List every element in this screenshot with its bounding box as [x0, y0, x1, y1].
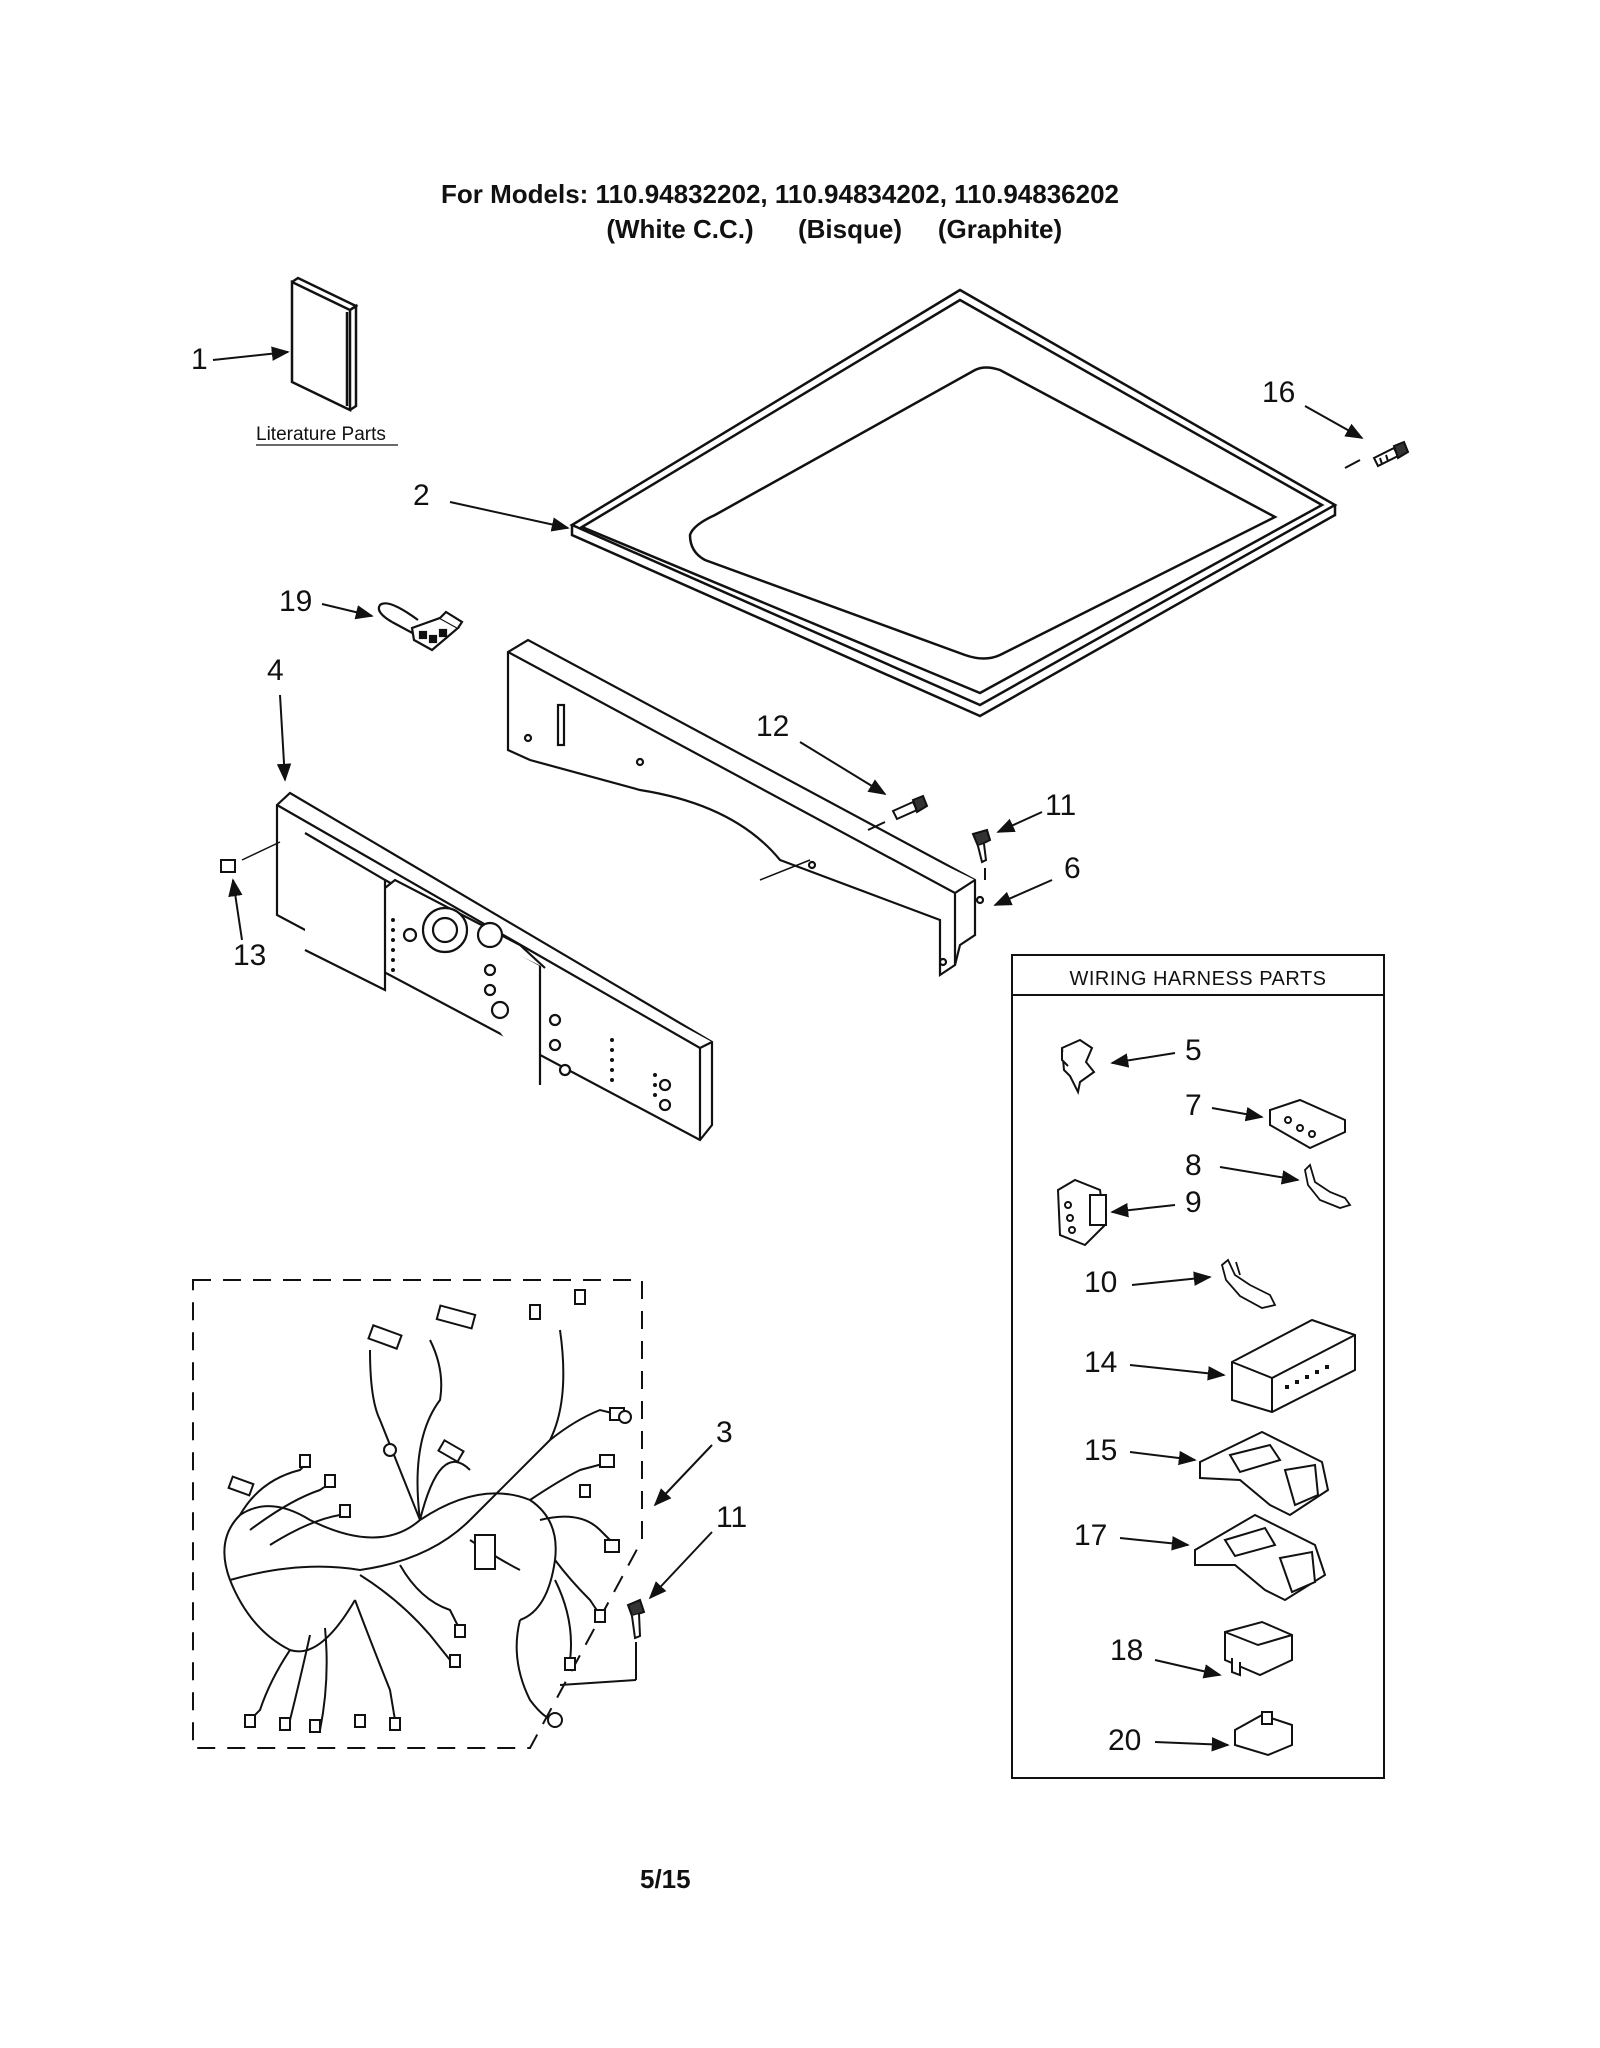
callout-9: 9 [1185, 1186, 1202, 1219]
callout-4: 4 [267, 654, 284, 687]
callout-2: 2 [413, 479, 430, 512]
page-number: 5/15 [640, 1864, 691, 1894]
callout-19: 19 [279, 585, 312, 618]
literature-booklet-icon [290, 276, 359, 412]
label-icon [220, 859, 236, 873]
harness-connectors [227, 1289, 632, 1733]
screw-icon [626, 1598, 646, 1640]
console-indicator-dots [391, 918, 657, 1097]
callout-5: 5 [1185, 1034, 1202, 1067]
callout-11-upper: 11 [1045, 789, 1076, 822]
variant-bisque: (Bisque) [798, 214, 902, 244]
callout-8: 8 [1185, 1149, 1202, 1182]
callout-16: 16 [1262, 376, 1295, 409]
callout-1: 1 [191, 343, 208, 376]
connector-icon [1234, 1711, 1293, 1757]
callout-20: 20 [1108, 1724, 1141, 1757]
terminal-icon [1304, 1163, 1352, 1209]
models-heading: For Models: 110.94832202, 110.94834202, … [441, 179, 1119, 209]
variant-graphite: (Graphite) [938, 214, 1062, 244]
wiring-box-title: WIRING HARNESS PARTS [1069, 968, 1326, 990]
callout-15: 15 [1084, 1434, 1117, 1467]
callout-17: 17 [1074, 1519, 1107, 1552]
connector-icon [1194, 1513, 1327, 1602]
console-icon [275, 791, 714, 1142]
screw-icon [891, 794, 929, 821]
screw-icon [1372, 440, 1410, 468]
console-bracket-icon [506, 638, 985, 978]
callout-7: 7 [1185, 1089, 1202, 1122]
connector-icon [1056, 1178, 1107, 1247]
harness-dashed-boundary [192, 1279, 643, 1749]
top-panel-icon [569, 288, 1338, 718]
connector-icon [1199, 1430, 1330, 1517]
connector-pin-dots [1285, 1365, 1329, 1389]
callout-18: 18 [1110, 1634, 1143, 1667]
harness-clip-icon [377, 602, 464, 652]
wire-harness-icon [223, 1329, 621, 1731]
literature-parts-label: Literature Parts [256, 424, 386, 445]
variant-white: (White C.C.) [606, 214, 753, 244]
callout-12: 12 [756, 710, 789, 743]
callout-13: 13 [233, 939, 266, 972]
screw-icon [971, 828, 992, 864]
connector-icon [1224, 1620, 1293, 1677]
callout-10: 10 [1084, 1266, 1117, 1299]
connector-icon [1060, 1038, 1096, 1096]
connector-icon [1269, 1098, 1346, 1150]
connector-icon [1231, 1318, 1356, 1414]
callout-3: 3 [716, 1416, 733, 1449]
callout-11-lower: 11 [716, 1501, 747, 1534]
terminal-icon [1220, 1258, 1277, 1309]
callout-14: 14 [1084, 1346, 1117, 1379]
callout-6: 6 [1064, 852, 1081, 885]
